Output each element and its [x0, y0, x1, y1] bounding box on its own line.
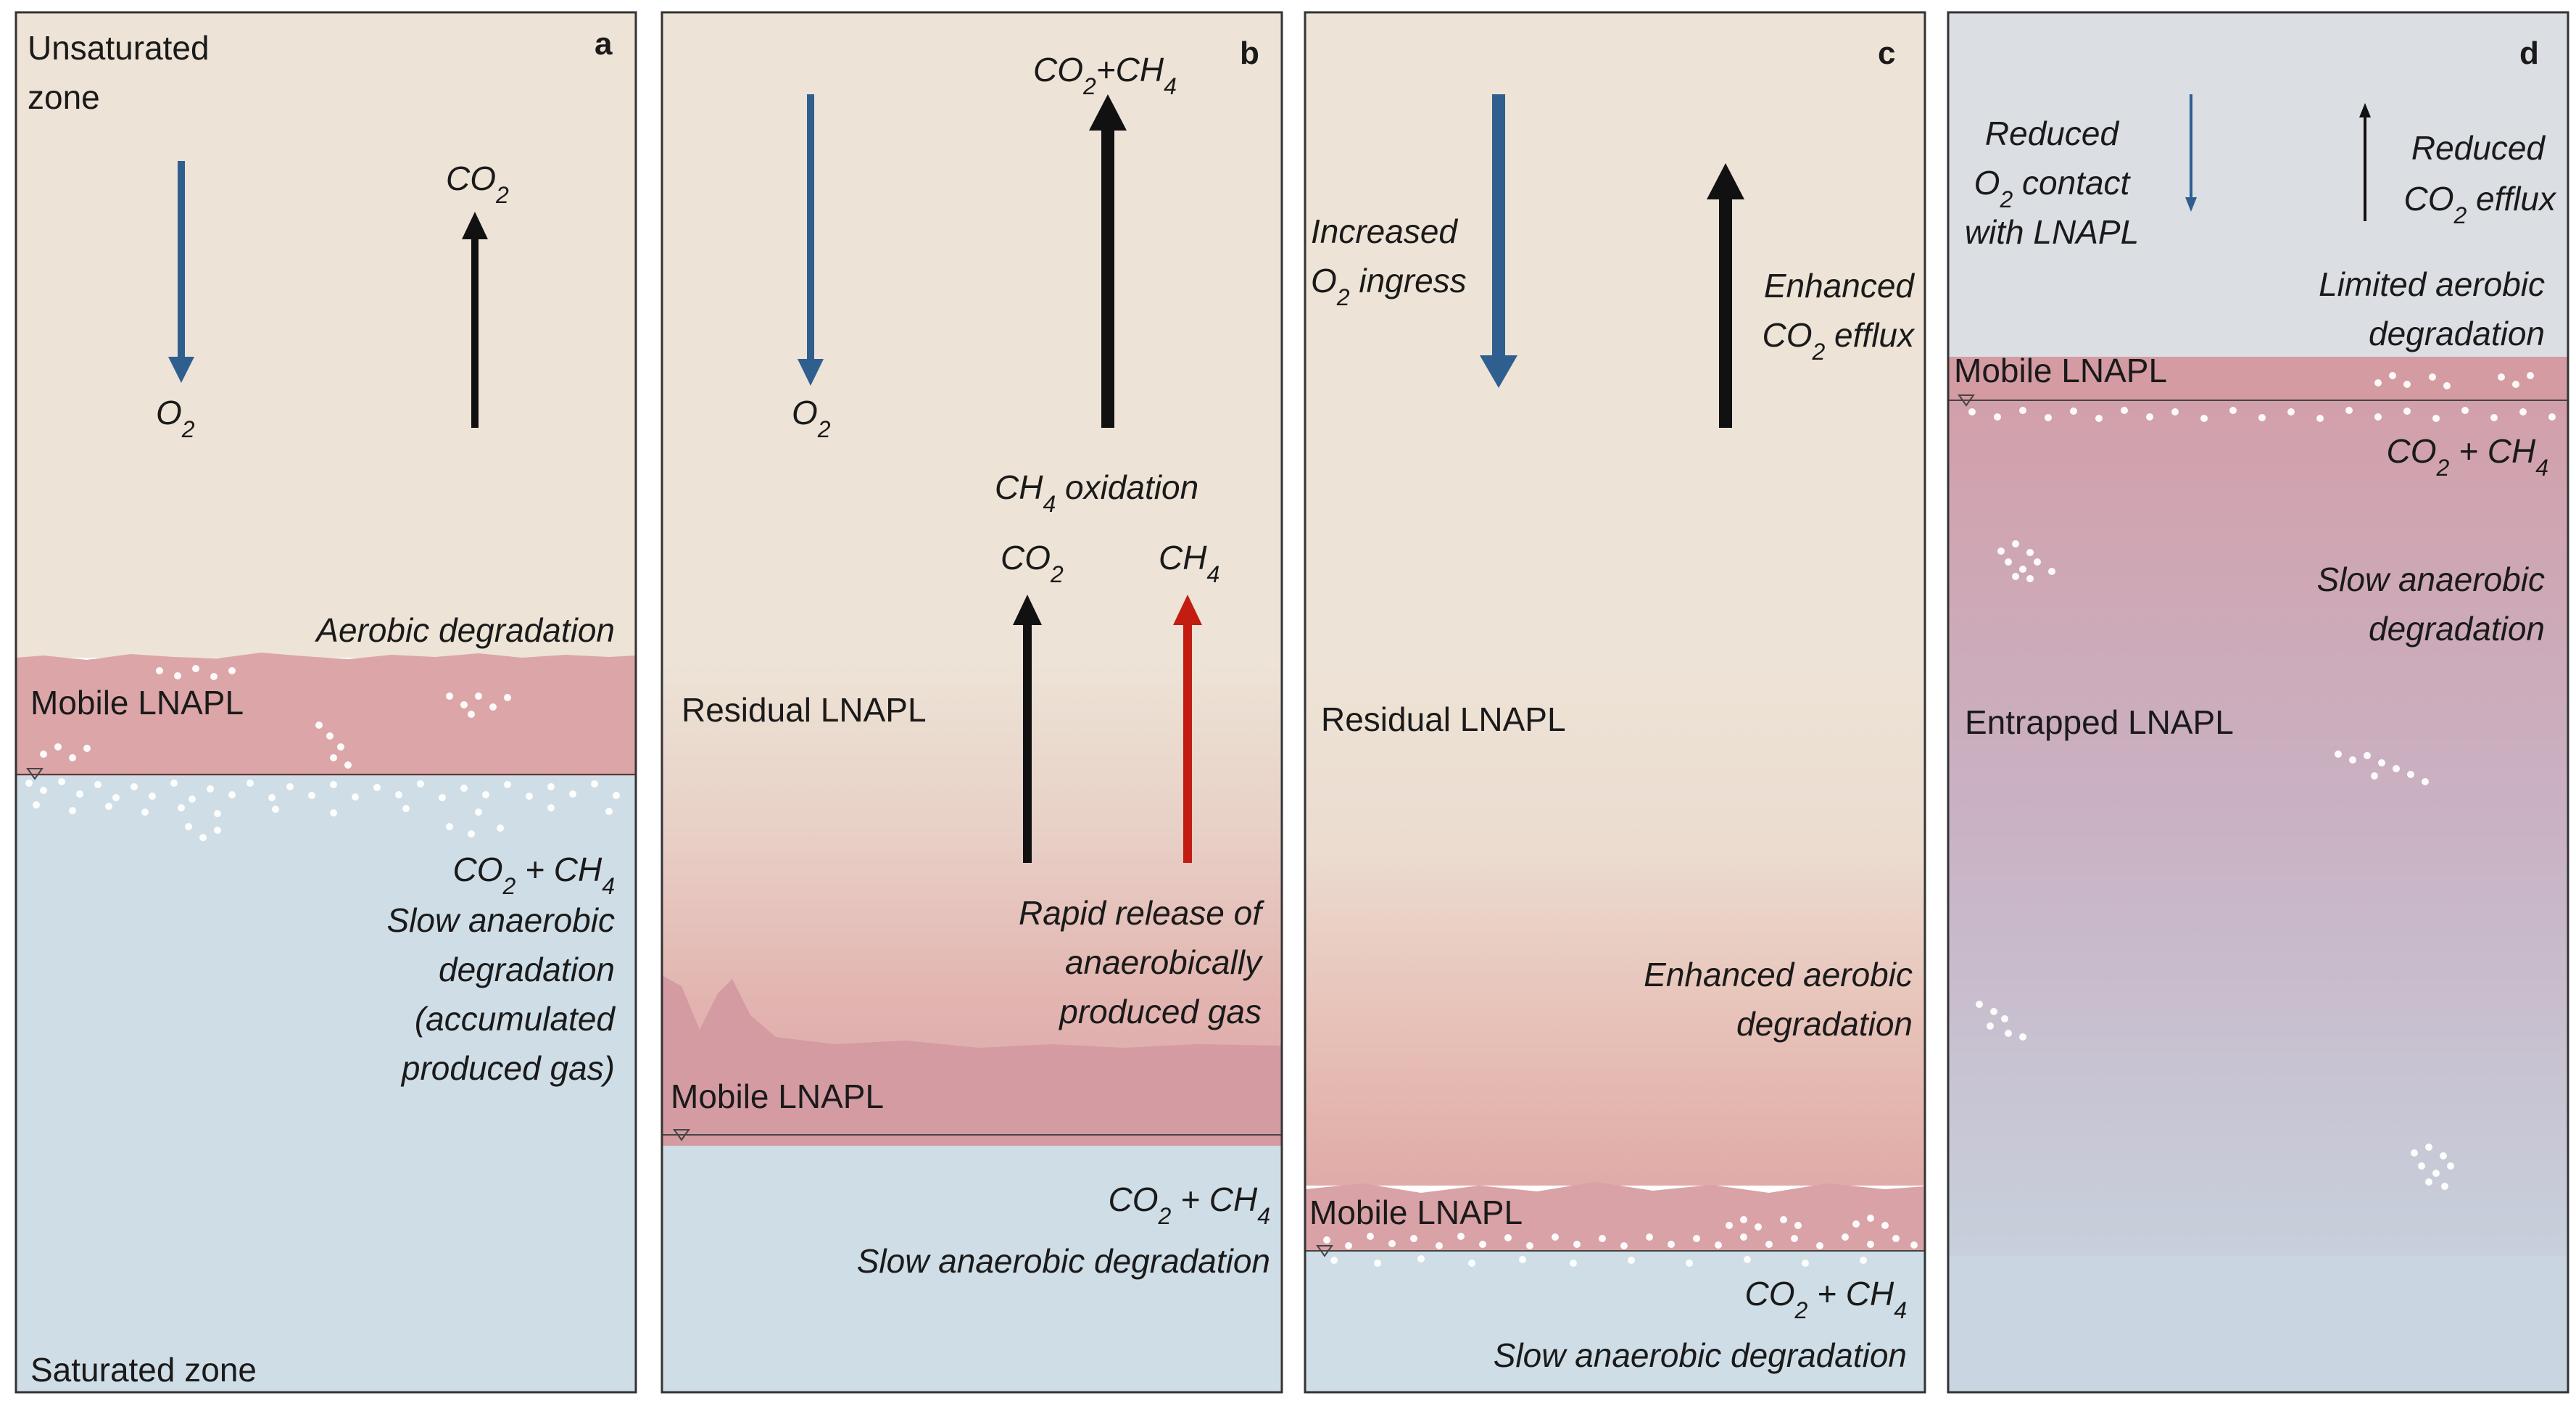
panel-d: d Reduced O2 contact with LNAPL Reduced …: [1947, 11, 2569, 1394]
enhanced-aerobic-label-1: Enhanced aerobic: [1644, 956, 1913, 993]
gas-label: CO2 + CH4: [453, 851, 615, 899]
panel-c: c Increased O2 ingress Enhanced CO2 effl…: [1304, 11, 1926, 1394]
residual-lnapl-zone: [1305, 663, 1925, 1186]
limited-aerobic-label-2: degradation: [2369, 315, 2545, 352]
mobile-lnapl-label: Mobile LNAPL: [30, 684, 244, 722]
slow-anaerobic-label: Slow anaerobic degradation: [1494, 1336, 1907, 1374]
slow-anaerobic-label-3: (accumulated: [415, 1000, 616, 1038]
panel-a: a Unsaturated zone O2 CO2 Aerobic degrad…: [15, 11, 637, 1394]
o2-arrow-head: [1480, 355, 1517, 388]
o2-arrow-head: [2185, 197, 2197, 212]
enhanced-aerobic-label-2: degradation: [1736, 1005, 1913, 1043]
reduced-o2-label-1: Reduced: [1985, 115, 2120, 152]
co2-arrow-head: [462, 212, 488, 239]
entrapped-lnapl-label: Entrapped LNAPL: [1965, 703, 2234, 741]
increased-o2-label-2: O2 ingress: [1311, 262, 1467, 310]
water-table-symbol: [26, 768, 44, 780]
residual-lnapl-label: Residual LNAPL: [682, 691, 927, 729]
mobile-lnapl-label: Mobile LNAPL: [1309, 1194, 1523, 1231]
ch4-arrow-head: [1173, 595, 1202, 625]
saturated-zone: [1948, 1256, 2568, 1392]
mobile-lnapl-layer: [16, 653, 636, 776]
unsaturated-zone-label: Unsaturated: [28, 29, 210, 67]
mobile-lnapl-label: Mobile LNAPL: [1954, 352, 2167, 389]
panel-border: [1304, 11, 1926, 1394]
slow-anaerobic-label-4: produced gas): [400, 1049, 615, 1087]
slow-anaerobic-label-1: Slow anaerobic: [386, 901, 615, 939]
co2-ch4-arrow-head: [1089, 94, 1127, 131]
ch4-oxidation-label: CH4 oxidation: [995, 468, 1198, 517]
entrapped-lnapl-zone: [1948, 400, 2568, 1256]
panel-letter: c: [1878, 36, 1895, 71]
panel-letter: d: [2519, 36, 2539, 71]
slow-anaerobic-label-2: degradation: [439, 951, 615, 988]
gas-label: CO2 + CH4: [1109, 1181, 1270, 1229]
gas-bubbles: [25, 665, 620, 841]
residual-lnapl-label: Residual LNAPL: [1321, 700, 1566, 738]
saturated-zone: [16, 776, 636, 1392]
rapid-release-label-3: produced gas: [1058, 993, 1262, 1030]
panel-letter: b: [1240, 36, 1259, 71]
unsaturated-zone: [16, 12, 636, 658]
saturated-zone: [662, 1146, 1282, 1392]
ch4-label: CH4: [1159, 539, 1219, 587]
enhanced-co2-label-2: CO2 efflux: [1762, 316, 1916, 365]
gas-bubbles: [1323, 1215, 1918, 1267]
saturated-zone-label: Saturated zone: [30, 1351, 257, 1389]
gas-label: CO2 + CH4: [2387, 432, 2548, 481]
panel-border: [15, 11, 637, 1394]
aerobic-degradation-label: Aerobic degradation: [314, 611, 615, 649]
enhanced-co2-label-1: Enhanced: [1764, 267, 1916, 305]
panel-letter: a: [595, 26, 613, 62]
reduced-o2-label-2: O2 contact: [1974, 164, 2132, 212]
increased-o2-label-1: Increased: [1311, 212, 1458, 250]
mobile-lnapl-label: Mobile LNAPL: [671, 1078, 884, 1115]
mobile-lnapl-layer: [1948, 357, 2568, 400]
rapid-release-label-1: Rapid release of: [1019, 894, 1264, 932]
co2-label: CO2: [446, 160, 509, 208]
unsaturated-zone: [1948, 12, 2568, 357]
water-table-symbol: [1958, 394, 1975, 407]
slow-anaerobic-label-2: degradation: [2369, 610, 2545, 648]
limited-aerobic-label-1: Limited aerobic: [2319, 265, 2545, 303]
slow-anaerobic-label-1: Slow anaerobic: [2316, 561, 2545, 598]
unsaturated-zone-label-2: zone: [28, 78, 100, 116]
co2-arrow-head: [1013, 595, 1042, 625]
co2-arrow-head: [1707, 163, 1744, 199]
unsaturated-zone: [1305, 12, 1925, 663]
water-table-symbol: [1316, 1245, 1333, 1257]
panel-b: b CO2+CH4 O2 CH4 oxidation CO2 CH4 Resid…: [660, 11, 1283, 1394]
water-table-symbol: [673, 1129, 690, 1141]
mobile-lnapl-layer: [662, 975, 1282, 1146]
o2-label: O2: [156, 394, 195, 442]
rapid-release-label-2: anaerobically: [1065, 943, 1264, 981]
reduced-o2-label-3: with LNAPL: [1965, 213, 2139, 251]
gas-label: CO2 + CH4: [1745, 1275, 1907, 1323]
reduced-co2-label-1: Reduced: [2411, 129, 2546, 167]
o2-label: O2: [792, 394, 831, 442]
gas-bubbles: [1968, 372, 2556, 1190]
slow-anaerobic-label: Slow anaerobic degradation: [857, 1242, 1270, 1280]
co2-ch4-top-label: CO2+CH4: [1033, 51, 1177, 99]
co2-arrow-head: [2359, 103, 2371, 117]
o2-arrow-head: [798, 359, 824, 386]
panel-border: [660, 11, 1283, 1394]
reduced-co2-label-2: CO2 efflux: [2403, 180, 2557, 228]
co2-label: CO2: [1001, 539, 1064, 587]
saturated-zone: [1305, 1251, 1925, 1392]
unsaturated-zone: [662, 12, 1282, 663]
o2-arrow-head: [168, 357, 194, 383]
panel-border: [1947, 11, 2569, 1394]
